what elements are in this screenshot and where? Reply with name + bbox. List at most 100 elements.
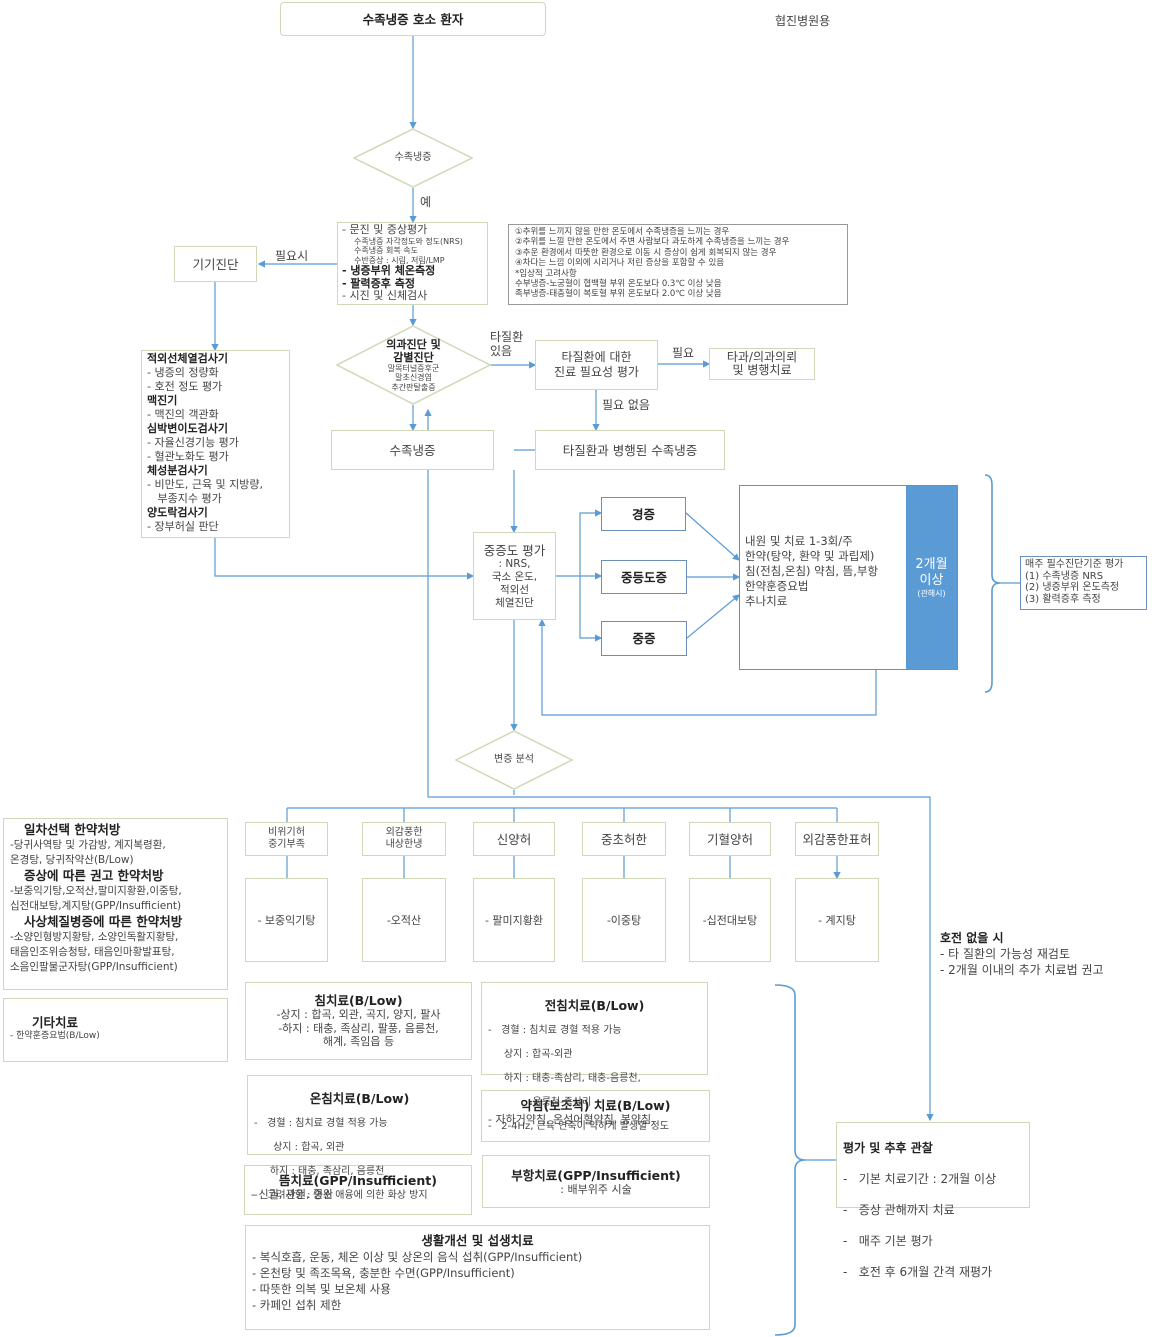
usage-note: 협진병원용 — [775, 14, 831, 28]
box-title: 생활개선 및 섭생치료 — [421, 1233, 534, 1248]
box-line: -상지 : 합곡, 외관, 곡지, 양지, 팔사 — [276, 1008, 441, 1022]
box-line: 상지 : 합곡, 외관 — [254, 1142, 345, 1153]
no-improve-title: 호전 없을 시 — [940, 931, 1004, 945]
weekly-line: 매주 필수진단기준 평가 — [1025, 559, 1124, 570]
instrument-line: - 호전 정도 평가 — [147, 380, 223, 393]
decision-differential: 의과진단 및 감별진단 말목터널증후군 말초신경염 추간판탈출증 — [336, 325, 491, 405]
box-line: - 따뜻한 의복 및 보온체 사용 — [252, 1282, 391, 1296]
instrument-line: - 비만도, 근육 및 지방량, — [147, 478, 264, 491]
herbal-line: 온경탕, 당귀작약산(B/Low) — [10, 854, 134, 866]
herbal-line: 십전대보탕,계지탕(GPP/Insufficient) — [10, 900, 182, 912]
duration-bar: 2개월 이상 (관해시) — [906, 486, 957, 669]
herbal-line: -보중익기탕,오적산,팔미지황환,이중탕, — [10, 885, 182, 897]
prescription-box: - 팔미지황환 — [473, 878, 555, 962]
prescription-name: -십전대보탕 — [702, 913, 758, 927]
pattern-name: 신양허 — [496, 831, 532, 847]
prescription-name: -이중탕 — [606, 913, 642, 927]
prescription-name: -오적산 — [386, 913, 422, 927]
box-title: 평가 및 추후 관찰 — [843, 1140, 933, 1155]
weekly-line: (3) 활력증후 측정 — [1025, 593, 1101, 605]
start-title: 수족냉증 호소 환자 — [362, 11, 464, 27]
criteria-line: ①추위를 느끼지 않을 만한 온도에서 수족냉증을 느끼는 경우 — [515, 227, 730, 237]
criteria-line: *임상적 고려사항 — [515, 268, 577, 279]
instrument-title: 체성분검사기 — [147, 464, 208, 477]
instrument-title: 맥진기 — [147, 394, 178, 407]
pattern-box: 신양허 — [473, 822, 555, 856]
need-label: 필요 — [672, 346, 695, 360]
instrument-title: 심박변이도검사기 — [147, 422, 228, 435]
severity-line: 국소 온도, — [491, 570, 538, 583]
exam-line: 수반증상 : 시림, 저림/LMP — [354, 255, 445, 265]
exam-line: 수족냉증 자각정도와 정도(NRS) — [354, 236, 463, 246]
level-label: 경증 — [631, 506, 655, 522]
pattern-label: 변증 분석 — [494, 754, 534, 765]
box-line: 상지 : 합곡-외관 — [488, 1049, 573, 1060]
prescription-box: -오적산 — [362, 878, 446, 962]
combined-label: 타질환과 병행된 수족냉증 — [562, 442, 698, 458]
prescription-name: - 보중익기탕 — [257, 913, 316, 927]
no-improve-line: - 타 질환의 가능성 재검토 — [940, 947, 1070, 961]
moxibustion-box: 뜸치료(GPP/Insufficient) - 신궐, 관원, 중완 — [244, 1165, 472, 1215]
box-title: 약침(보조적) 치료(B/Low) — [520, 1098, 671, 1113]
decision-pattern: 변증 분석 — [455, 730, 573, 790]
instrument-line: - 냉증의 정량화 — [147, 366, 219, 379]
pattern-box: 외감풍한표허 — [795, 822, 879, 856]
instrument-line: - 혈관노화도 평가 — [147, 450, 229, 463]
level-label: 중증 — [632, 631, 656, 646]
herbal-line: -소양인형방지황탕, 소양인독활지황탕, — [10, 931, 179, 943]
severity-line: 중증도 평가 — [483, 542, 546, 558]
box-line: - 자하거약침, 온성어혈약침, 봉약침 — [488, 1113, 652, 1126]
criteria-box: ①추위를 느끼지 않을 만한 온도에서 수족냉증을 느끼는 경우 ②추위를 느낄… — [508, 224, 848, 305]
yes-label: 예 — [420, 195, 432, 209]
herbal-line: 태음인조위승청탕, 태음인마황발표탕, — [10, 946, 175, 958]
pattern-name: 기혈양허 — [706, 831, 753, 847]
box-line: -하지 : 태충, 족삼리, 팔풍, 음릉천, — [278, 1021, 439, 1035]
herbal-title: 증상에 따른 권고 한약처방 — [24, 868, 164, 883]
combined-box: 타질환과 병행된 수족냉증 — [535, 430, 725, 470]
device-diagnosis-box: 기기진단 — [174, 246, 257, 282]
d2-line: 말목터널증후군 — [387, 363, 440, 373]
box-line: 하지 : 태충-족삼리, 태충-음릉천, — [488, 1073, 641, 1084]
criteria-line: ③추운 환경에서 따뜻한 환경으로 이동 시 증상이 쉽게 회복되지 않는 경우 — [515, 247, 777, 258]
exam-line: - 팔력증후 측정 — [342, 276, 415, 290]
severity-line: : NRS, — [498, 557, 531, 570]
herbal-title: 일차선택 한약처방 — [24, 822, 121, 837]
acupuncture-box: 침치료(B/Low) -상지 : 합곡, 외관, 곡지, 양지, 팔사 -하지 … — [245, 982, 472, 1060]
pattern-name: 중초허한 — [600, 831, 647, 847]
level-label: 중등도증 — [620, 569, 667, 585]
instruments-box: 적외선체열검사기 - 냉증의 정량화 - 호전 정도 평가 맥진기 - 맥진의 … — [141, 350, 290, 538]
other-tx-title: 기타치료 — [32, 1015, 79, 1030]
pattern-name: 중기부족 — [268, 839, 305, 850]
box-line: - 온천탕 및 족조목욕, 충분한 수면(GPP/Insufficient) — [252, 1266, 515, 1280]
prescription-box: - 계지탕 — [795, 878, 879, 962]
referral-line: 타과/의과의뢰 — [726, 349, 798, 364]
eval-line: 진료 필요성 평가 — [554, 365, 639, 379]
instrument-title: 적외선체열검사기 — [147, 352, 228, 365]
pattern-name: 외감풍한표허 — [802, 831, 872, 847]
decision-label: 수족냉증 — [394, 152, 432, 163]
box-title: 침치료(B/Low) — [314, 993, 403, 1009]
weekly-line: (2) 냉증부위 온도측정 — [1025, 582, 1120, 593]
referral-line: 및 병행치료 — [732, 363, 792, 377]
exam-line: - 시진 및 신체검사 — [342, 289, 428, 302]
d2-line: 의과진단 및 — [386, 337, 441, 351]
instrument-line: - 맥진의 객관화 — [147, 408, 219, 421]
box-line: - 기본 치료기간 : 2개월 이상 — [843, 1171, 997, 1186]
hcf-box: 수족냉증 — [331, 430, 494, 470]
criteria-line: ④차다는 느낌 이외에 시리거나 저린 증상을 포함할 수 있음 — [515, 258, 725, 269]
box-line: - 호전 후 6개월 간격 재평가 — [843, 1264, 993, 1279]
level-severe: 중증 — [601, 621, 687, 656]
box-title: 뜸치료(GPP/Insufficient) — [279, 1173, 437, 1188]
pattern-name: 내상한냉 — [385, 839, 423, 850]
pattern-box: 중초허한 — [582, 822, 666, 856]
lifestyle-box: 생활개선 및 섭생치료 - 복식호흡, 운동, 체온 이상 및 상온의 음식 섭… — [245, 1225, 710, 1330]
criteria-line: 족부냉증-태충혈이 복토혈 부위 온도보다 2.0℃ 이상 낮음 — [515, 289, 722, 300]
box-line: 하지 : 태충, 족삼리, 음릉천 — [254, 1166, 385, 1177]
criteria-line: ②추위를 느낄 만한 온도에서 주변 사람보다 과도하게 수족냉증을 느끼는 경… — [515, 237, 790, 248]
severity-line: 체열진단 — [495, 596, 534, 609]
box-title: 온침치료(B/Low) — [309, 1091, 410, 1106]
